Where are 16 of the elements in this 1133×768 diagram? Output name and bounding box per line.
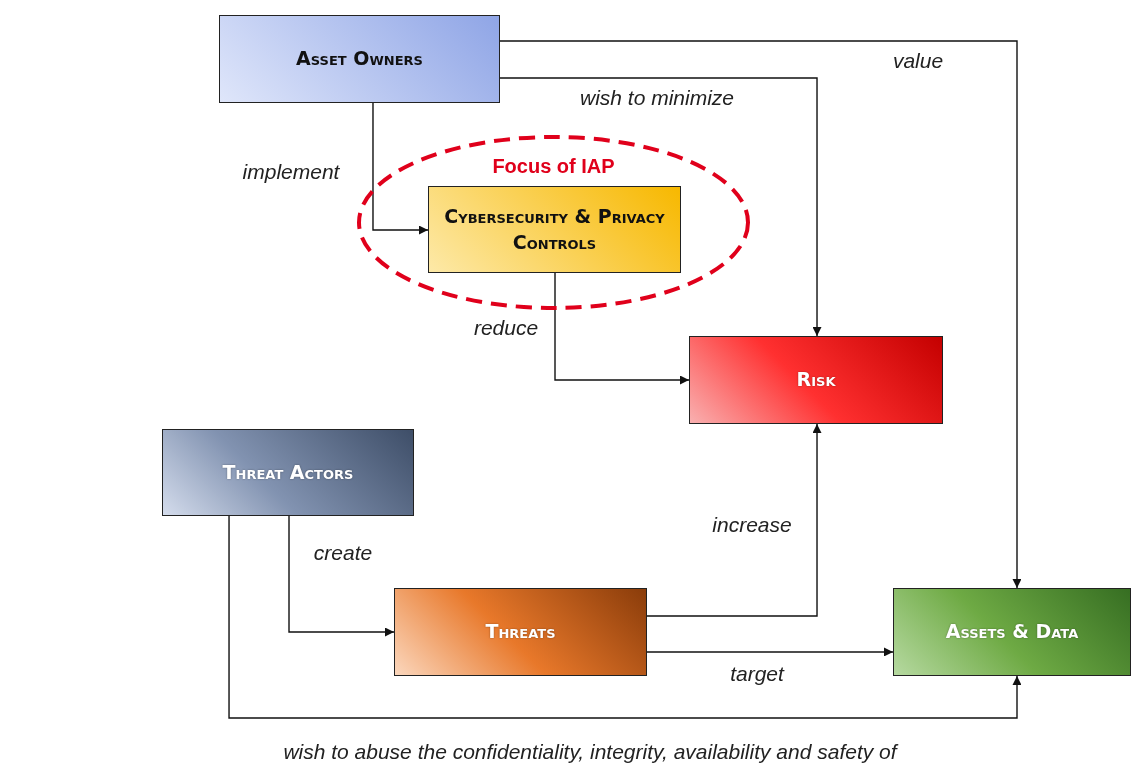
process-box: Threat Actors [162, 429, 414, 516]
process-box: Threats [394, 588, 647, 676]
arrow [372, 102, 429, 235]
arrow [499, 40, 1022, 589]
focus-title: Focus of IAP [491, 155, 616, 178]
dashed-ellipse [357, 135, 750, 310]
process-box: Assets & Data [893, 588, 1131, 676]
arrow [646, 647, 894, 657]
process-box: Risk [689, 336, 943, 424]
arrow [228, 515, 1022, 719]
arrow [288, 515, 395, 637]
process-box: Asset Owners [219, 15, 500, 103]
process-box: Cybersecurity & Privacy Controls [428, 186, 681, 273]
arrow [646, 423, 822, 617]
arrow [499, 77, 822, 337]
arrow [554, 272, 690, 385]
